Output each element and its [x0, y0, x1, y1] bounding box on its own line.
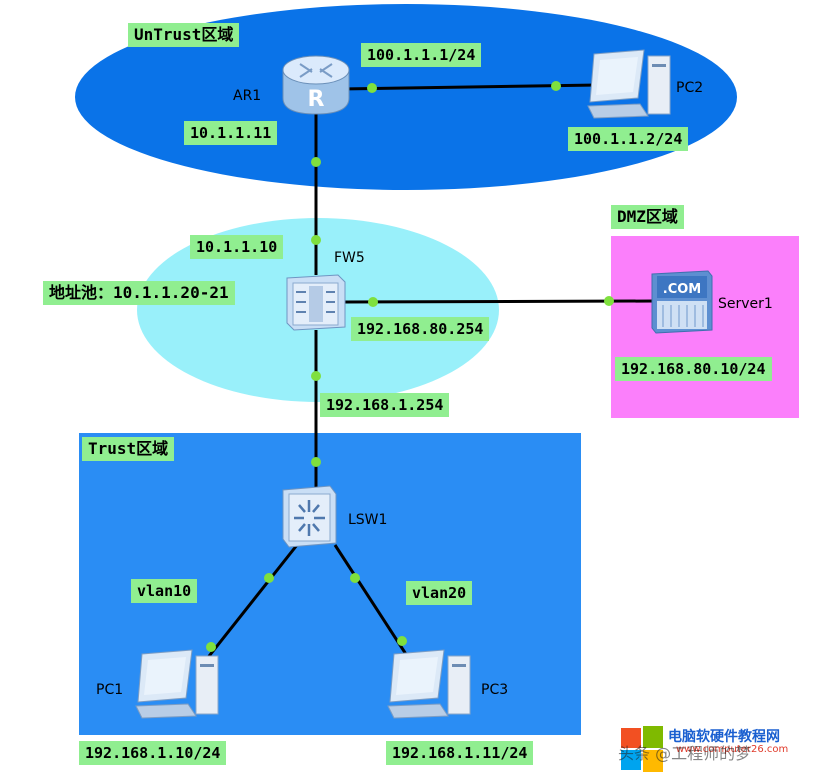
- dmz-zone-label: DMZ区域: [611, 205, 684, 229]
- fw5-dmz-ip: 192.168.80.254: [351, 317, 490, 341]
- computer-icon: [135, 649, 219, 719]
- server-icon: .COM: [651, 270, 713, 334]
- fw5-name: FW5: [334, 250, 365, 266]
- port-dot: [311, 371, 321, 381]
- server-badge: .COM: [663, 282, 701, 297]
- vlan10-label: vlan10: [131, 579, 198, 603]
- address-pool: 地址池：10.1.1.20-21: [43, 281, 235, 305]
- server1-ip: 192.168.80.10/24: [615, 357, 772, 381]
- switch-icon: [282, 485, 337, 548]
- pc2-name: PC2: [676, 80, 704, 96]
- svg-text:R: R: [308, 87, 325, 112]
- fw5-trust-ip: 192.168.1.254: [320, 393, 450, 417]
- watermark-url: www.computer26.com: [676, 744, 789, 755]
- link-lsw1-pc1: [200, 544, 299, 666]
- firewall-icon: [286, 274, 346, 331]
- untrust-zone-label: UnTrust区域: [128, 23, 240, 47]
- lsw1-name: LSW1: [348, 512, 388, 528]
- pc1-name: PC1: [96, 682, 124, 698]
- port-dot: [264, 573, 274, 583]
- trust-zone-label: Trust区域: [82, 437, 175, 461]
- port-dot: [604, 296, 614, 306]
- vlan20-label: vlan20: [406, 581, 473, 605]
- watermark-overlay: 头条 @工程师的梦: [618, 744, 752, 763]
- ar1-ip: 10.1.1.11: [184, 121, 278, 145]
- port-dot: [397, 636, 407, 646]
- port-dot: [311, 235, 321, 245]
- computer-icon: [587, 49, 671, 119]
- computer-icon: [387, 649, 471, 719]
- watermark-title: 电脑软硬件教程网: [668, 729, 780, 745]
- pc2-ip: 100.1.1.2/24: [568, 127, 689, 151]
- pc3-ip: 192.168.1.11/24: [386, 741, 534, 765]
- link-fw5-server1: [344, 299, 656, 304]
- ar1-name: AR1: [233, 88, 262, 104]
- port-dot: [350, 573, 360, 583]
- pc1-ip: 192.168.1.10/24: [79, 741, 227, 765]
- port-dot: [367, 83, 377, 93]
- port-dot: [551, 81, 561, 91]
- windows-logo-icon: [621, 726, 663, 772]
- fw5-up-ip: 10.1.1.10: [190, 235, 284, 259]
- server1-name: Server1: [718, 296, 773, 312]
- port-dot: [368, 297, 378, 307]
- ar1-uplink-ip: 100.1.1.1/24: [361, 43, 482, 67]
- pc3-name: PC3: [481, 682, 509, 698]
- router-icon: R: [282, 55, 350, 115]
- port-dot: [206, 642, 216, 652]
- port-dot: [311, 457, 321, 467]
- port-dot: [311, 157, 321, 167]
